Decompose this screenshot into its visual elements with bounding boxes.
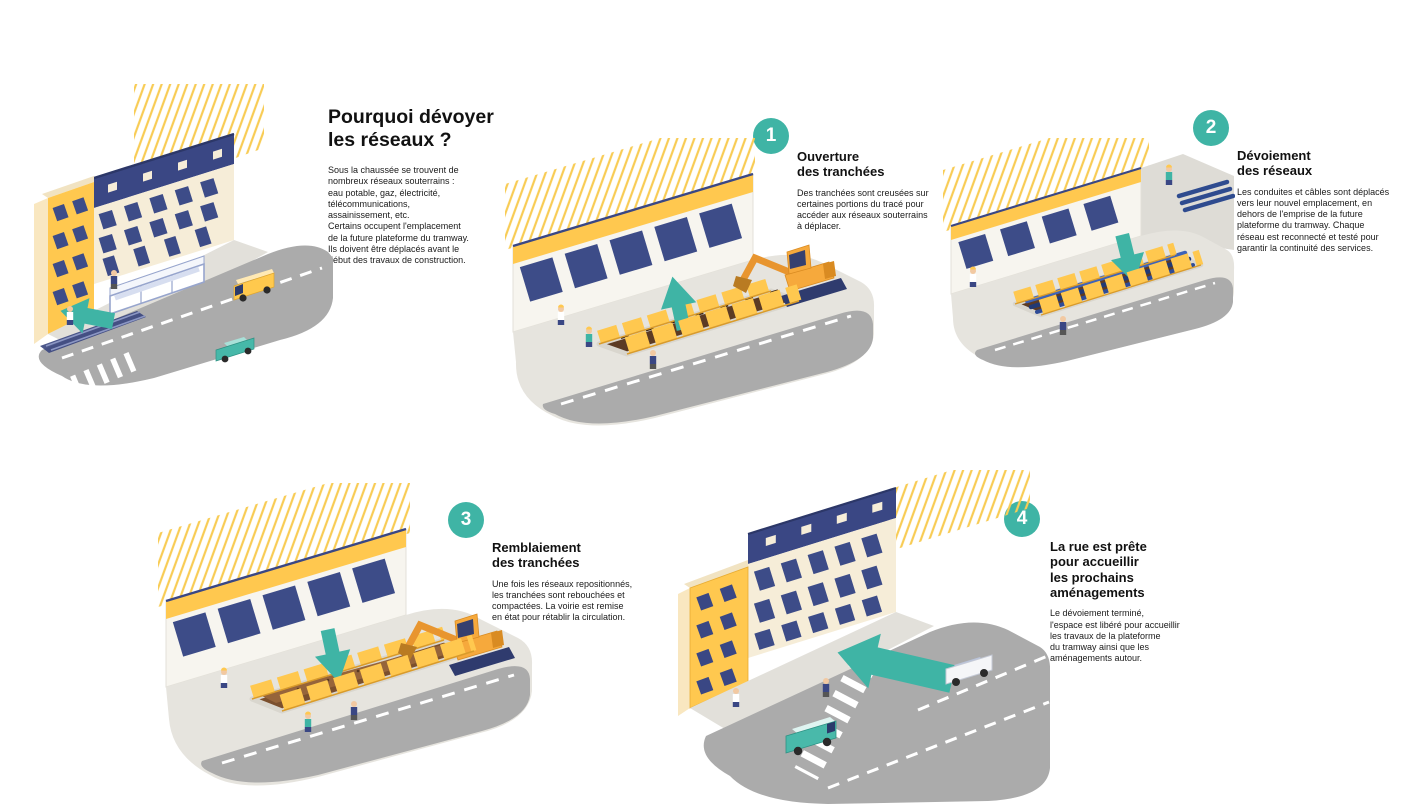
crosswalk bbox=[70, 348, 144, 396]
arrow-left-icon bbox=[60, 298, 116, 334]
illustration-street-ready bbox=[678, 470, 1050, 804]
lane-dashes bbox=[827, 700, 1050, 790]
roof-dormers bbox=[108, 148, 222, 193]
crosswalk bbox=[794, 659, 875, 781]
illustration-street-before-works bbox=[34, 84, 334, 396]
safety-fence-back bbox=[1013, 242, 1177, 305]
lane-dashes bbox=[994, 281, 1216, 352]
step-1-text: Ouverture des tranchées Des tranchées so… bbox=[797, 149, 962, 233]
car-illustration bbox=[945, 654, 993, 686]
van-illustration bbox=[785, 717, 837, 756]
road bbox=[975, 277, 1233, 368]
lane-dashes bbox=[560, 314, 852, 406]
worker bbox=[557, 304, 565, 325]
tram-illustration bbox=[109, 255, 205, 316]
arrow-down-icon bbox=[314, 628, 351, 683]
step-2-body: Les conduites et câbles sont déplacés ve… bbox=[1237, 186, 1390, 253]
step-3-text: Remblaiement des tranchées Une fois les … bbox=[492, 540, 670, 624]
worker bbox=[220, 667, 228, 688]
arrow-left-icon bbox=[837, 633, 956, 693]
pedestrian bbox=[66, 306, 74, 325]
illustration-networks-relocation bbox=[943, 138, 1235, 368]
step-4-body: Le dévoiement terminé, l'espace est libé… bbox=[1050, 608, 1180, 664]
car-illustration bbox=[215, 337, 255, 363]
intro-body: Sous la chaussée se trouvent de nombreux… bbox=[328, 165, 469, 265]
hatch-decoration bbox=[943, 138, 1149, 232]
haussmann-building bbox=[93, 132, 235, 284]
step-2-title: Dévoiement des réseaux bbox=[1237, 148, 1313, 179]
lane-dashes bbox=[61, 266, 323, 360]
road bbox=[542, 310, 873, 424]
pedestrian bbox=[110, 270, 118, 289]
safety-fence-front bbox=[624, 284, 802, 355]
van-illustration bbox=[233, 269, 275, 302]
step-1-number-badge: 1 bbox=[753, 118, 789, 154]
illustration-trench-backfilling bbox=[158, 483, 533, 786]
pedestrian bbox=[350, 701, 358, 720]
intro-section: Pourquoi dévoyer les réseaux ? Sous la c… bbox=[328, 106, 528, 266]
worker bbox=[1165, 164, 1173, 185]
excavator-illustration bbox=[398, 613, 515, 676]
lane-dashes bbox=[221, 673, 515, 765]
yellow-building bbox=[34, 176, 94, 344]
worker bbox=[585, 326, 593, 347]
building bbox=[165, 527, 407, 688]
new-pipes-stack bbox=[1176, 179, 1235, 213]
lane-dashes bbox=[917, 653, 1050, 712]
arrow-up-icon bbox=[661, 276, 697, 331]
pedestrian bbox=[732, 688, 740, 707]
building bbox=[512, 172, 754, 333]
illustration-trench-opening bbox=[505, 138, 875, 426]
step-3-number-badge: 3 bbox=[448, 502, 484, 538]
yellow-building bbox=[678, 560, 749, 716]
roof-dormers bbox=[765, 501, 883, 546]
pedestrian bbox=[649, 350, 657, 369]
hatch-decoration bbox=[158, 483, 410, 607]
safety-fence-front bbox=[279, 634, 477, 712]
road bbox=[201, 666, 530, 783]
pedestrian bbox=[822, 678, 830, 697]
tram-tracks bbox=[40, 311, 146, 353]
worker bbox=[969, 266, 977, 287]
step-1-title: Ouverture des tranchées bbox=[797, 149, 885, 180]
step-3-body: Une fois les réseaux repositionnés, les … bbox=[492, 578, 633, 623]
step-2-text: Dévoiement des réseaux Les conduites et … bbox=[1237, 148, 1411, 254]
step-3-title: Remblaiement des tranchées bbox=[492, 540, 581, 571]
worker bbox=[1059, 316, 1067, 335]
haussmann-building bbox=[747, 486, 897, 658]
step-1-body: Des tranchées sont creusées sur certaine… bbox=[797, 187, 929, 232]
step-4-text: La rue est prête pour accueillir les pro… bbox=[1050, 539, 1222, 665]
worker bbox=[304, 711, 312, 732]
hatch-decoration bbox=[505, 138, 755, 250]
safety-fence-front bbox=[1038, 249, 1204, 316]
hatch-decoration bbox=[874, 470, 1030, 556]
step-4-title: La rue est prête pour accueillir les pro… bbox=[1050, 539, 1147, 600]
intro-title: Pourquoi dévoyer les réseaux ? bbox=[328, 106, 494, 151]
step-2-number-badge: 2 bbox=[1193, 110, 1229, 146]
